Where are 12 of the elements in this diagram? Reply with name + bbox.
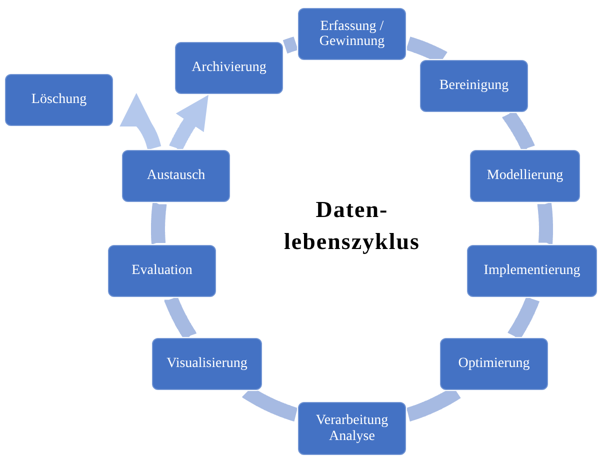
stage-box: Austausch <box>122 150 230 202</box>
stage-box: Modellierung <box>470 150 580 202</box>
diagram-title: Daten- lebenszyklus <box>283 196 421 256</box>
stage-box: Visualisierung <box>152 338 262 390</box>
stage-box: Implementierung <box>467 245 597 297</box>
stage-box: Verarbeitung Analyse <box>298 402 406 455</box>
stage-box: Archivierung <box>175 42 283 94</box>
stage-box: Optimierung <box>440 338 548 390</box>
stage-box: Evaluation <box>108 245 216 297</box>
stage-box: Bereinigung <box>420 60 528 112</box>
stage-box: Erfassung / Gewinnung <box>298 8 406 60</box>
stage-box: Löschung <box>5 74 113 126</box>
